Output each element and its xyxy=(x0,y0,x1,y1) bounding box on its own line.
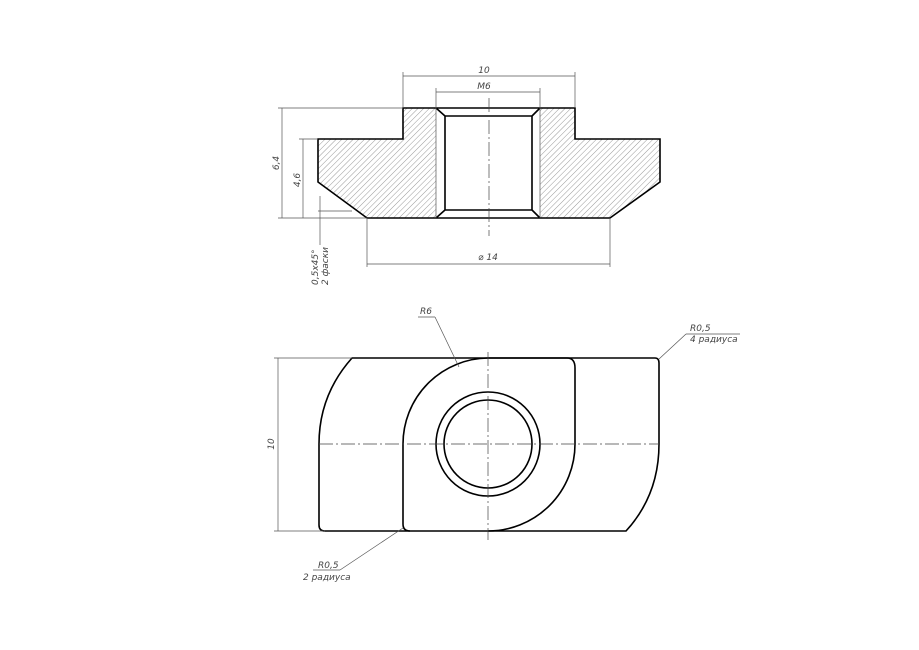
svg-text:0,5x45°: 0,5x45° xyxy=(311,249,321,285)
dim-diameter: ⌀ 14 xyxy=(366,218,611,267)
svg-text:R0,5: R0,5 xyxy=(318,561,339,571)
svg-text:6,4: 6,4 xyxy=(272,156,282,171)
svg-text:R6: R6 xyxy=(420,307,432,317)
svg-text:M6: M6 xyxy=(477,82,491,92)
plan-outline xyxy=(318,357,660,532)
svg-text:10: 10 xyxy=(478,66,490,76)
r6-contour xyxy=(402,357,576,532)
dim-chamfer: 0,5x45° 2 фаски xyxy=(311,196,352,285)
bore-outline xyxy=(435,107,541,219)
svg-text:4,6: 4,6 xyxy=(293,173,303,188)
svg-text:4 радиуса: 4 радиуса xyxy=(690,335,738,345)
leader-r05-right: R0,5 4 радиуса xyxy=(658,324,740,360)
svg-text:⌀ 14: ⌀ 14 xyxy=(478,253,498,263)
leader-r05-left: R0,5 2 радиуса xyxy=(303,527,404,583)
svg-text:2 фаски: 2 фаски xyxy=(321,247,331,285)
section-right-hatch xyxy=(540,108,660,218)
svg-text:R0,5: R0,5 xyxy=(690,324,711,334)
svg-text:2 радиуса: 2 радиуса xyxy=(303,573,351,583)
svg-text:10: 10 xyxy=(267,438,277,450)
dim-flange-height: 4,6 xyxy=(293,138,318,218)
dim-thread: M6 xyxy=(435,82,541,108)
leader-r6: R6 xyxy=(418,307,460,368)
section-left-hatch xyxy=(318,108,436,218)
dim-total-height: 6,4 xyxy=(272,107,403,219)
plan-view: 10 R6 R0,5 4 радиуса R0,5 2 радиуса xyxy=(267,307,740,583)
dim-top-width: 10 xyxy=(402,66,576,108)
section-view: 10 M6 6,4 4,6 0,5x45° 2 фаски ⌀ 14 xyxy=(272,66,661,285)
dim-plan-height: 10 xyxy=(267,357,352,532)
